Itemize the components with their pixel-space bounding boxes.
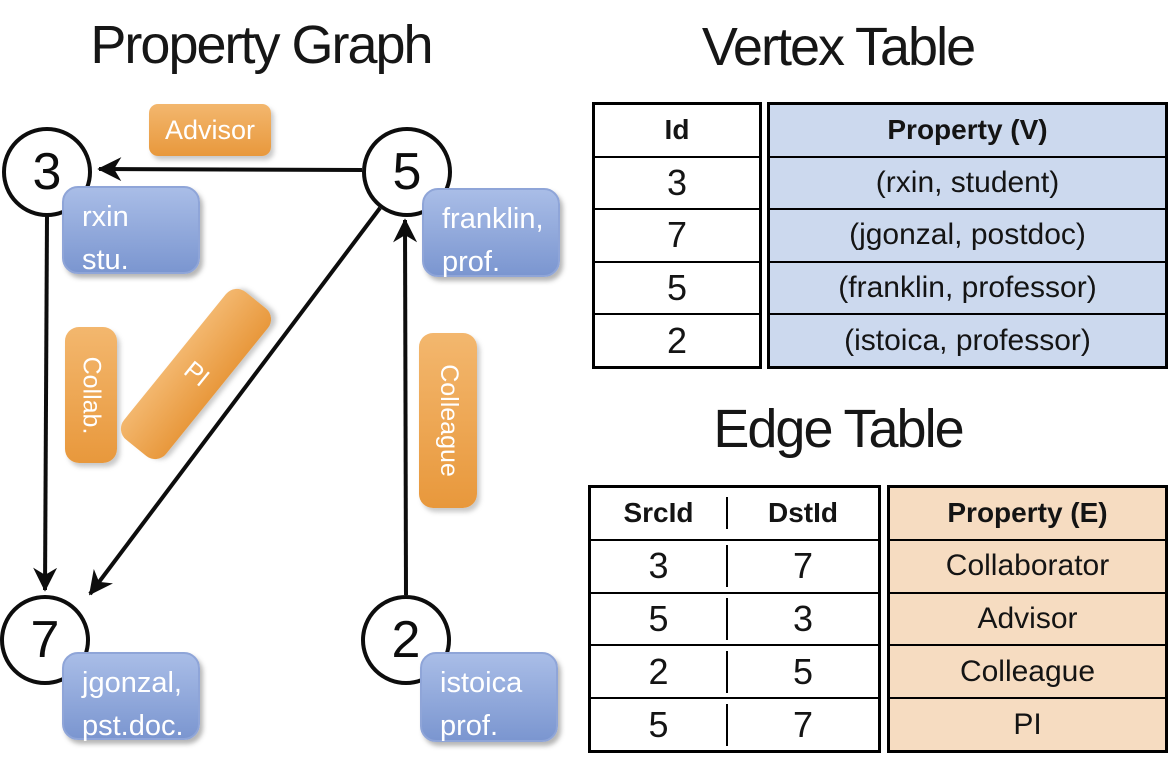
vertex-label-istoica: istoica prof. bbox=[420, 652, 558, 742]
vertex-label-rxin-line2: stu. bbox=[82, 244, 129, 276]
vertex-table-property-column: Property (V) (rxin, student) (jgonzal, p… bbox=[767, 102, 1168, 369]
edge-table-header-dstid: DstId bbox=[768, 497, 838, 529]
edge-label-advisor-text: Advisor bbox=[164, 114, 256, 145]
edge-label-collab: Collab. bbox=[65, 327, 117, 463]
edge-table-src-dst-columns: SrcId DstId 3 7 5 3 2 5 5 7 bbox=[588, 485, 881, 753]
table-row: Colleague bbox=[890, 644, 1165, 698]
graph-node-2: 2 bbox=[361, 595, 451, 685]
vertex-table-id-column: Id 3 7 5 2 bbox=[592, 102, 762, 369]
table-row: (istoica, professor) bbox=[770, 313, 1165, 366]
table-row: 5 7 bbox=[591, 697, 878, 750]
vertex-id-cell: 7 bbox=[666, 214, 688, 256]
edge-property-cell: Advisor bbox=[977, 601, 1078, 635]
edge-arrow-3-to-7 bbox=[33, 215, 58, 592]
edge-arrow-2-to-5 bbox=[393, 218, 418, 596]
vertex-label-rxin-line1: rxin bbox=[82, 201, 129, 233]
node-2-id: 2 bbox=[391, 611, 421, 669]
table-row: PI bbox=[890, 697, 1165, 750]
table-row: 2 5 bbox=[591, 644, 878, 697]
vertex-table-title: Vertex Table bbox=[701, 17, 976, 77]
vertex-label-istoica-line1: istoica bbox=[440, 667, 523, 699]
table-row: 7 bbox=[595, 208, 759, 261]
vertex-label-franklin: franklin, prof. bbox=[422, 188, 560, 278]
edge-label-pi-text: PI bbox=[178, 355, 215, 392]
edge-dst-cell: 5 bbox=[792, 650, 814, 692]
vertex-property-cell: (istoica, professor) bbox=[844, 323, 1091, 357]
vertex-property-cell: (rxin, student) bbox=[875, 165, 1060, 199]
table-row: (jgonzal, postdoc) bbox=[770, 208, 1165, 261]
vertex-label-jgonzal: jgonzal, pst.doc. bbox=[62, 652, 200, 742]
vertex-property-cell: (jgonzal, postdoc) bbox=[849, 218, 1086, 252]
vertex-id-cell: 5 bbox=[666, 267, 688, 309]
edge-label-colleague: Colleague bbox=[419, 333, 477, 508]
edge-table-header-srcid: SrcId bbox=[591, 497, 728, 530]
vertex-id-cell: 3 bbox=[666, 161, 688, 203]
table-row: Advisor bbox=[890, 591, 1165, 645]
node-7-id: 7 bbox=[30, 611, 60, 669]
property-graph-title: Property Graph bbox=[90, 15, 433, 75]
edge-arrow-5-to-7 bbox=[88, 206, 382, 596]
table-row: 5 3 bbox=[591, 591, 878, 645]
edge-dst-cell: 7 bbox=[792, 545, 814, 587]
vertex-label-istoica-line2: prof. bbox=[440, 710, 499, 742]
vertex-label-franklin-line2: prof. bbox=[442, 246, 501, 278]
table-row: 3 bbox=[595, 155, 759, 209]
node-5-id: 5 bbox=[392, 143, 422, 201]
vertex-label-jgonzal-line1: jgonzal, bbox=[82, 667, 182, 699]
edge-property-cell: Collaborator bbox=[945, 549, 1110, 583]
table-row: 3 7 bbox=[591, 538, 878, 592]
table-row: Collaborator bbox=[890, 538, 1165, 592]
vertex-table-header-property: Property (V) bbox=[887, 114, 1048, 146]
vertex-label-rxin: rxin stu. bbox=[62, 186, 200, 276]
edge-dst-cell: 7 bbox=[792, 703, 814, 745]
graph-edges-layer bbox=[33, 157, 418, 596]
edge-table-property-column: Property (E) Collaborator Advisor Collea… bbox=[887, 485, 1168, 753]
table-row: 2 bbox=[595, 313, 759, 366]
edge-table-title: Edge Table bbox=[713, 399, 964, 459]
vertex-label-jgonzal-line2: pst.doc. bbox=[82, 710, 184, 742]
edge-src-cell: 3 bbox=[591, 545, 728, 588]
edge-src-cell: 2 bbox=[591, 650, 728, 693]
edge-label-colleague-text: Colleague bbox=[434, 364, 463, 477]
graph-node-5: 5 bbox=[362, 127, 452, 217]
edge-property-cell: Colleague bbox=[959, 654, 1096, 688]
edge-label-collab-text: Collab. bbox=[77, 356, 106, 434]
vertex-property-cell: (franklin, professor) bbox=[838, 271, 1097, 305]
table-row: (rxin, student) bbox=[770, 155, 1165, 209]
vertex-id-cell: 2 bbox=[666, 319, 688, 361]
vertex-table-header-id: Id bbox=[664, 114, 690, 146]
edge-src-cell: 5 bbox=[591, 597, 728, 640]
edge-label-advisor: Advisor bbox=[149, 104, 271, 156]
edge-dst-cell: 3 bbox=[792, 597, 814, 639]
edge-property-cell: PI bbox=[1013, 707, 1042, 741]
table-row: (franklin, professor) bbox=[770, 260, 1165, 314]
edge-src-cell: 5 bbox=[591, 703, 728, 746]
vertex-label-franklin-line1: franklin, bbox=[442, 203, 544, 235]
edge-arrow-5-to-3 bbox=[97, 157, 363, 182]
edge-table-header-property: Property (E) bbox=[947, 497, 1108, 529]
table-row: 5 bbox=[595, 260, 759, 314]
node-3-id: 3 bbox=[32, 143, 62, 201]
